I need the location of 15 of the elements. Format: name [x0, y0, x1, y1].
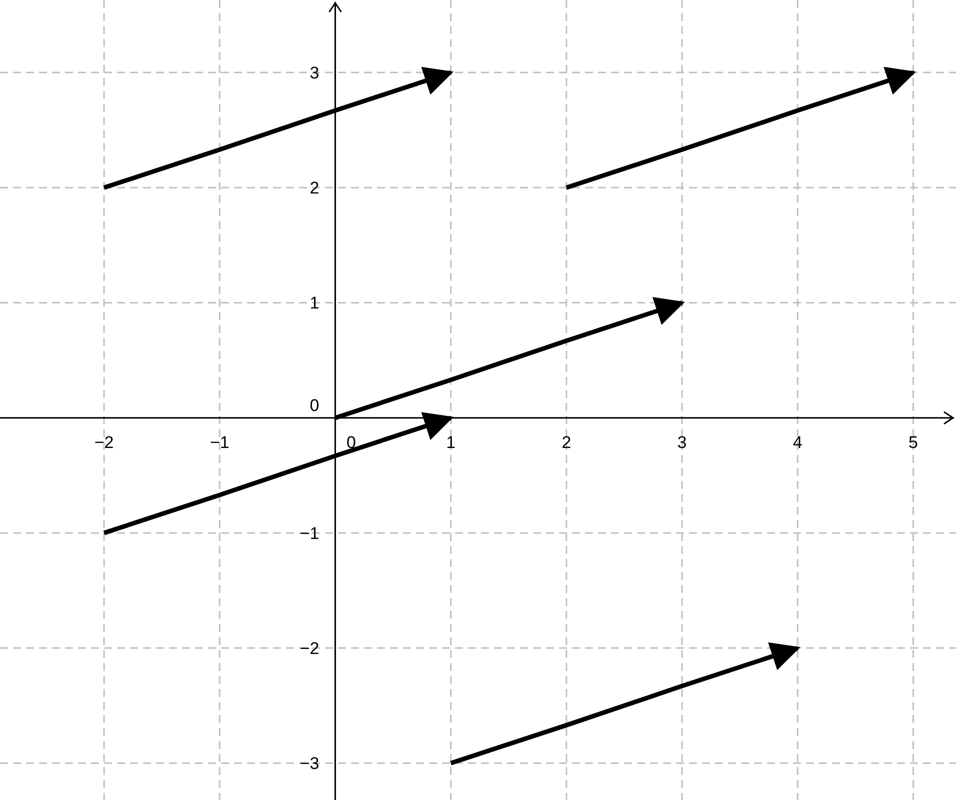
tick-label: 5: [908, 432, 918, 452]
tick-label: 1: [446, 432, 456, 452]
origin-label: 0: [310, 396, 320, 415]
tick-label: −1: [210, 432, 230, 452]
origin-label: 0: [346, 432, 356, 452]
tick-label: 4: [792, 432, 802, 452]
tick-label: 2: [562, 432, 572, 452]
tick-label: −2: [300, 639, 320, 658]
tick-label: 3: [677, 432, 687, 452]
tick-label: 1: [310, 294, 320, 313]
tick-label: −1: [300, 524, 320, 543]
tick-label: −2: [94, 432, 114, 452]
tick-label: 2: [310, 178, 320, 198]
tick-label: −3: [300, 754, 320, 774]
tick-label: 3: [310, 64, 320, 83]
